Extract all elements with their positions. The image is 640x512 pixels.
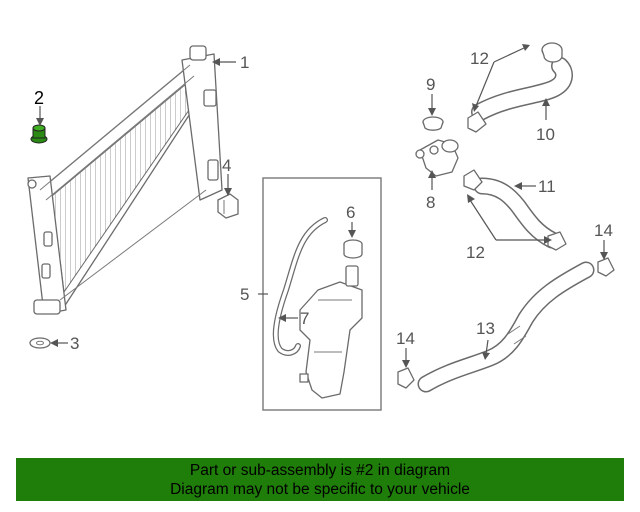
callout-13: 13 bbox=[476, 319, 495, 338]
callout-numbers: 1 2 3 4 5 6 7 8 9 10 11 12 12 13 14 14 bbox=[34, 49, 613, 353]
part-notice-banner: Part or sub-assembly is #2 in diagram Di… bbox=[16, 458, 624, 501]
callout-4: 4 bbox=[222, 156, 231, 175]
callout-10: 10 bbox=[536, 125, 555, 144]
callout-2: 2 bbox=[34, 88, 44, 108]
part-5-reservoir-tank[interactable] bbox=[299, 265, 363, 399]
callout-5: 5 bbox=[240, 285, 249, 304]
part-14-hose-clamp-left[interactable] bbox=[397, 367, 415, 389]
part-9-pressure-cap[interactable] bbox=[422, 116, 444, 131]
callout-6: 6 bbox=[346, 203, 355, 222]
callout-9: 9 bbox=[426, 75, 435, 94]
callout-12-upper: 12 bbox=[470, 49, 489, 68]
callout-1: 1 bbox=[240, 53, 249, 72]
part-8-water-outlet[interactable] bbox=[415, 139, 459, 177]
part-7-overflow-hose[interactable] bbox=[272, 217, 328, 356]
vehicle-disclaimer-line: Diagram may not be specific to your vehi… bbox=[170, 481, 470, 498]
callout-8: 8 bbox=[426, 193, 435, 212]
callout-14-right: 14 bbox=[594, 221, 613, 240]
part-12-hose-clamp-upper-a[interactable] bbox=[541, 42, 563, 63]
callout-12-lower: 12 bbox=[466, 243, 485, 262]
part-notice-line: Part or sub-assembly is #2 in diagram bbox=[189, 462, 451, 479]
part-2-cap[interactable] bbox=[30, 124, 48, 144]
part-12-hose-clamp-lower-a[interactable] bbox=[463, 169, 483, 191]
part-14-hose-clamp-right[interactable] bbox=[597, 257, 615, 277]
part-12-hose-clamp-upper-b[interactable] bbox=[467, 111, 487, 133]
part-3-washer[interactable] bbox=[29, 337, 51, 349]
part-13-bypass-hose[interactable] bbox=[417, 261, 595, 393]
part-11-lower-hose[interactable] bbox=[473, 177, 561, 249]
callout-3: 3 bbox=[70, 334, 79, 353]
callout-14-left: 14 bbox=[396, 329, 415, 348]
part-6-reservoir-cap[interactable] bbox=[343, 239, 363, 259]
part-10-upper-hose[interactable] bbox=[471, 57, 573, 121]
part-4-bracket[interactable] bbox=[217, 193, 239, 219]
radiator-part[interactable] bbox=[27, 45, 223, 315]
leader-lines bbox=[36, 44, 608, 368]
callout-7: 7 bbox=[300, 309, 309, 328]
callout-11: 11 bbox=[538, 177, 556, 196]
part-12-hose-clamp-lower-b[interactable] bbox=[547, 231, 567, 251]
